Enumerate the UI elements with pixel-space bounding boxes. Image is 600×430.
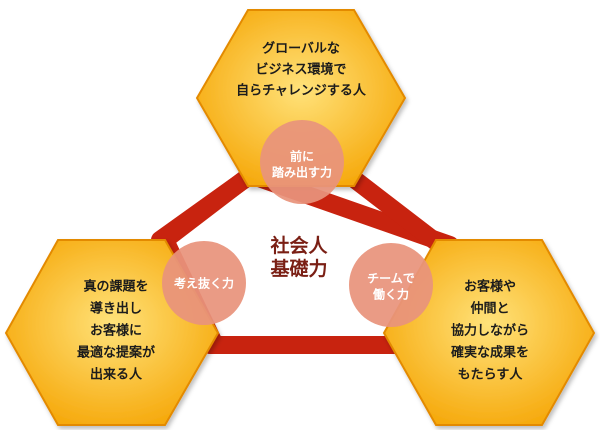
circle-left: 考え抜く力 [162,241,246,325]
center-label-line: 基礎力 [269,257,327,280]
hexagon-top-line: ビジネス環境で [255,62,346,78]
hexagon-left-text: 真の課題を導き出しお客様に最適な提案が出来る人 [77,279,155,383]
center-label: 社会人基礎力 [269,234,328,280]
hexagon-left-line: 出来る人 [90,367,143,383]
circle-left-line: 考え抜く力 [174,276,234,291]
circle-top-line: 前に [290,149,314,164]
circle-top: 前に踏み出す力 [260,120,344,204]
hexagon-left-line: 真の課題を [83,279,148,295]
circle-right: チームで働く力 [349,243,433,327]
triangle-edge-top-right [336,163,449,254]
hexagon-left-line: お客様に [90,323,142,339]
circle-left-text: 考え抜く力 [174,276,234,291]
hexagon-left-line: 最適な提案が [77,345,155,361]
circle-top-text: 前に踏み出す力 [272,149,332,180]
hexagon-right-line: 仲間と [470,301,509,317]
hexagon-right-line: お客様や [464,279,516,295]
hexagon-right-text: お客様や仲間と協力しながら確実な成果をもたらす人 [451,279,529,383]
circle-top-line: 踏み出す力 [272,165,332,180]
hexagon-right: お客様や仲間と協力しながら確実な成果をもたらす人 [382,239,596,426]
hexagon-top-text: グローバルなビジネス環境で自らチャレンジする人 [236,41,367,99]
triangle-edge-top-left [151,163,264,249]
hexagon-top-line: グローバルな [262,41,340,57]
hexagon-left-line: 導き出し [90,301,142,317]
hexagon-right-line: 確実な成果を [451,345,529,361]
circle-right-line: 働く力 [372,287,409,302]
circle-right-text: チームで働く力 [367,272,415,302]
hexagon-right-line: もたらす人 [458,367,524,383]
hexagon-right-line: 協力しながら [451,323,529,339]
hexagon-top-line: 自らチャレンジする人 [236,83,367,99]
hexagon-top: グローバルなビジネス環境で自らチャレンジする人 [195,9,407,187]
circle-right-line: チームで [367,272,415,286]
center-label-line: 社会人 [269,234,328,257]
